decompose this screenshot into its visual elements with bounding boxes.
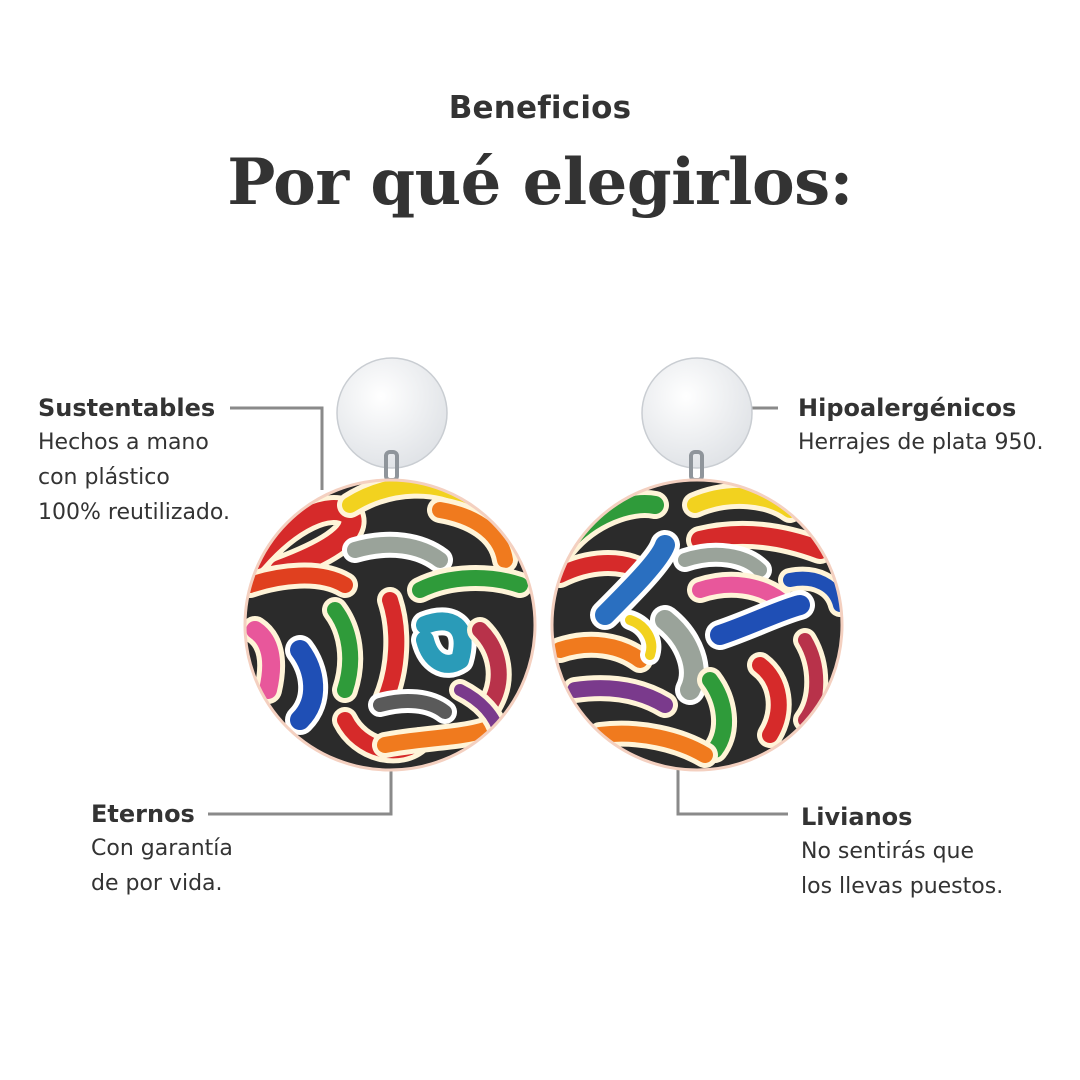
stud-right <box>641 357 753 469</box>
benefit-hipoalergenicos: Hipoalergénicos Herrajes de plata 950. <box>798 391 1044 460</box>
benefit-text: Con garantía de por vida. <box>91 836 233 896</box>
benefit-title: Eternos <box>91 800 195 828</box>
benefit-text: Herrajes de plata 950. <box>798 430 1044 455</box>
swirl-pattern-right <box>552 483 842 768</box>
benefit-title: Livianos <box>801 803 913 831</box>
benefit-eternos: Eternos Con garantía de por vida. <box>91 797 233 901</box>
benefit-title: Sustentables <box>38 394 216 422</box>
benefit-text: No sentirás que los llevas puestos. <box>801 839 1004 899</box>
section-eyebrow: Beneficios <box>448 90 632 126</box>
page-title: Por qué elegirlos: <box>227 145 853 220</box>
benefit-livianos: Livianos No sentirás que los llevas pues… <box>801 800 1003 904</box>
benefit-sustentables: Sustentables Hechos a mano con plástico … <box>38 391 230 530</box>
stud-left <box>336 357 448 469</box>
benefit-title: Hipoalergénicos <box>798 394 1017 422</box>
leader-line-eternos <box>208 768 393 816</box>
leader-line-livianos <box>676 768 788 816</box>
leader-line-sustentables <box>230 406 324 490</box>
benefit-text: Hechos a mano con plástico 100% reutiliz… <box>38 430 230 525</box>
